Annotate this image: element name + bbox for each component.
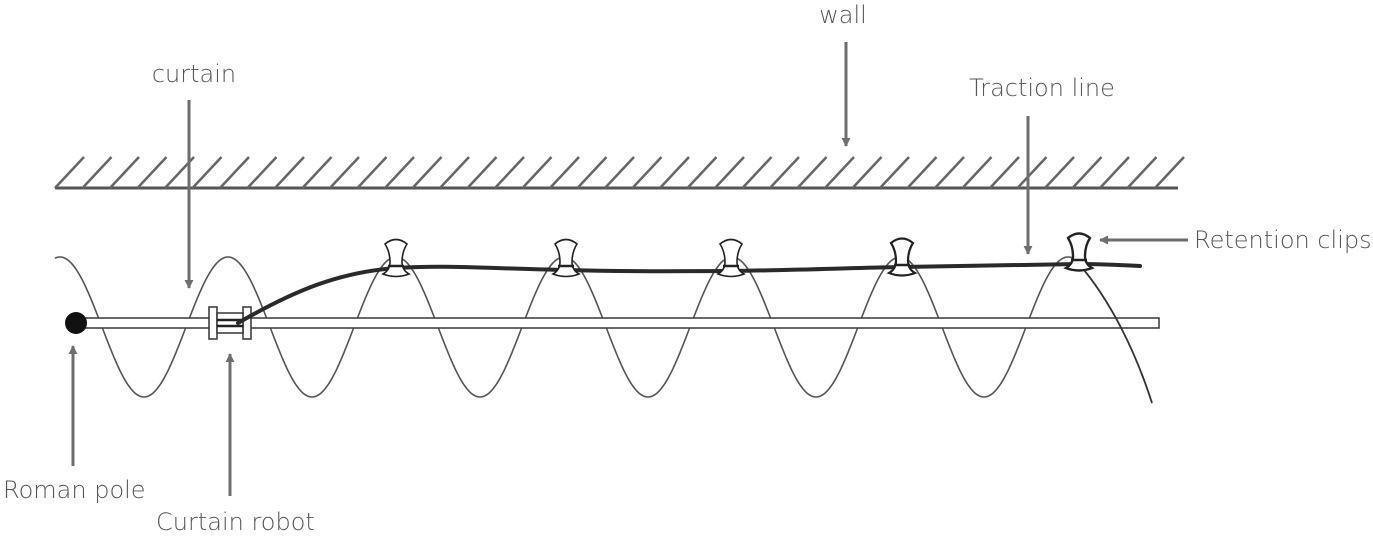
wall-hatch-line — [934, 156, 965, 189]
wall-hatch-line — [274, 156, 305, 189]
wall-hatch-line — [686, 156, 718, 189]
wall-hatch-line — [81, 156, 113, 189]
wall-hatch-line — [191, 156, 223, 189]
wall-hatch-line — [769, 156, 800, 189]
retention-clips — [381, 232, 1095, 278]
wall-hatch-line — [906, 156, 938, 189]
wall-hatch-line — [494, 156, 525, 189]
curtain-tail — [1078, 263, 1153, 404]
wall-hatch-line — [466, 156, 498, 189]
retention-clip — [1063, 232, 1095, 272]
wall-hatch-line — [851, 156, 883, 189]
roman-pole-end-cap — [65, 312, 87, 334]
retention-clip — [381, 238, 411, 278]
traction-line — [236, 261, 1142, 325]
wall-hatch-line — [1099, 156, 1130, 189]
retention-clip — [886, 237, 918, 277]
traction-line-label: Traction line — [969, 74, 1115, 102]
wall-hatch-line — [659, 156, 690, 189]
wall-hatch-line — [961, 156, 993, 189]
wall-hatch-line — [604, 156, 635, 189]
wall-hatch-line — [521, 156, 553, 189]
wall-hatch-line — [439, 156, 470, 189]
wall-hatch-line — [1016, 156, 1048, 189]
wall-hatch-line — [549, 156, 580, 189]
wall-hatch-line — [1154, 156, 1185, 189]
wall-hatch-line — [1126, 156, 1158, 189]
wall-hatch-line — [824, 156, 855, 189]
roman-pole — [65, 312, 1160, 334]
roman-pole-label: Roman pole — [3, 476, 146, 504]
wall-hatch-line — [879, 156, 910, 189]
wall-hatch-line — [384, 156, 415, 189]
retention-clip — [551, 238, 581, 278]
wall-hatch-line — [301, 156, 333, 189]
retention-clip — [716, 238, 746, 278]
wall-hatch-line — [329, 156, 360, 189]
wall-hatch-line — [989, 156, 1020, 189]
wall-hatching — [54, 156, 1185, 189]
curtain-label: curtain — [152, 60, 236, 88]
wall — [54, 156, 1185, 190]
wall-hatch-line — [576, 156, 608, 189]
curtain-robot — [208, 306, 252, 340]
wall-hatch-line — [1071, 156, 1103, 189]
wall-hatch-line — [411, 156, 443, 189]
wall-hatch-line — [356, 156, 388, 189]
wall-hatch-line — [219, 156, 250, 189]
wall-hatch-line — [136, 156, 168, 189]
wall-hatch-line — [631, 156, 663, 189]
label-arrows — [68, 42, 1188, 496]
curtain-robot-label: Curtain robot — [156, 508, 315, 536]
wall-hatch-line — [741, 156, 773, 189]
wall-hatch-line — [1044, 156, 1075, 189]
wall-label: wall — [819, 1, 867, 29]
wall-hatch-line — [246, 156, 278, 189]
wall-hatch-line — [109, 156, 140, 189]
wall-hatch-line — [54, 156, 85, 189]
retention-clips-label: Retention clips — [1194, 226, 1372, 254]
wall-hatch-line — [714, 156, 745, 189]
wall-hatch-line — [796, 156, 828, 189]
